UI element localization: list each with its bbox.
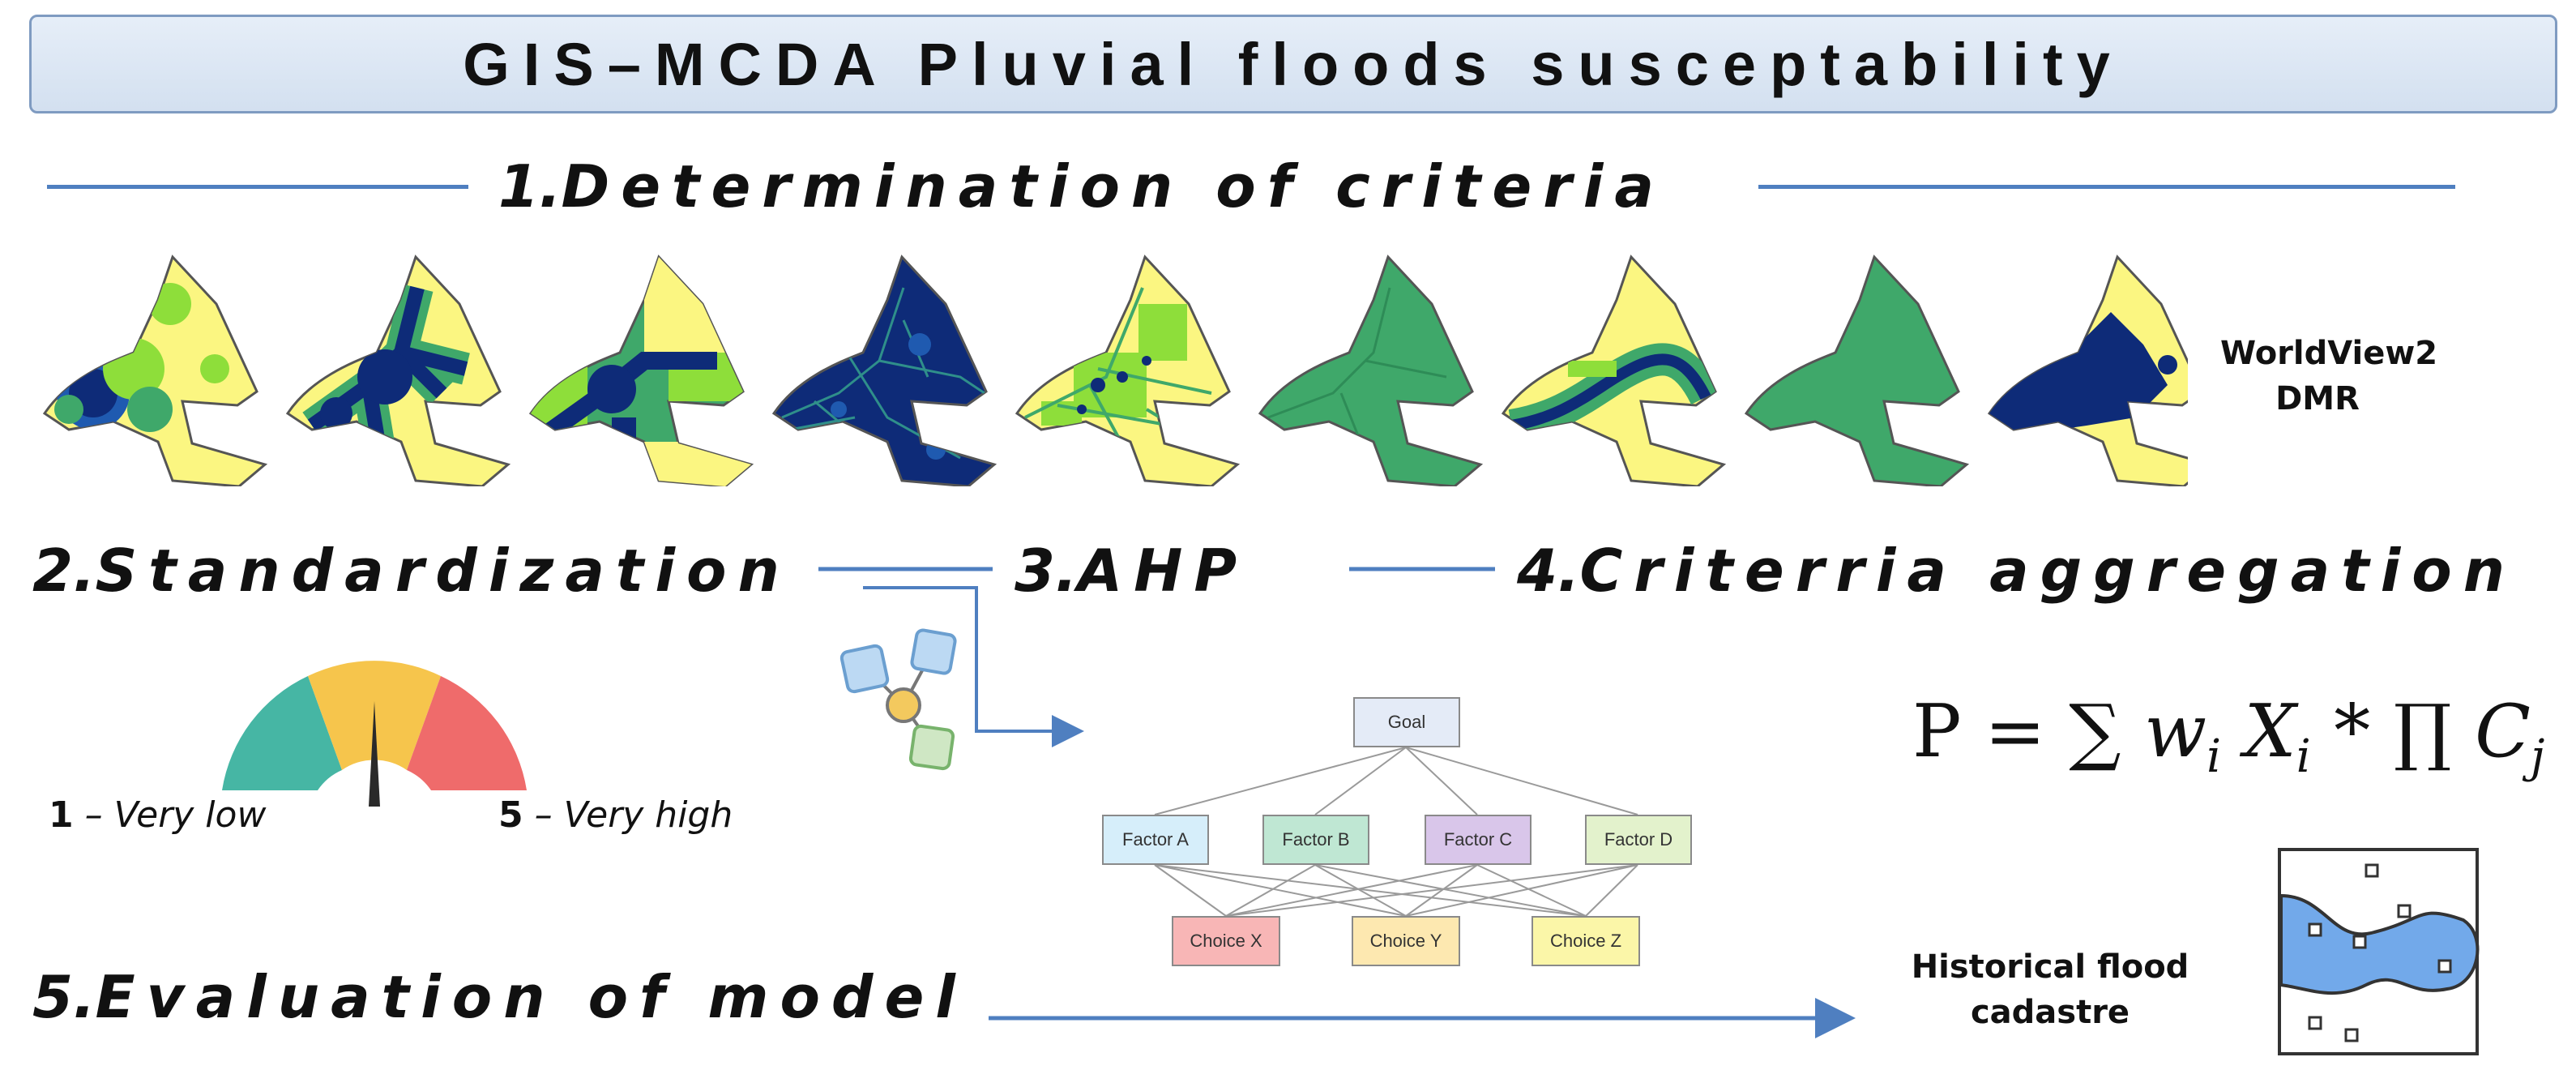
- gauge-needle: [369, 701, 380, 807]
- standardization-gauge: [222, 661, 527, 807]
- cadastre-line-2: cadastre: [1970, 994, 2130, 1031]
- ahp-factor-a: Factor A: [1102, 815, 1209, 865]
- gauge-segment-high: [407, 676, 527, 790]
- ahp-factor-d: Factor D: [1585, 815, 1692, 865]
- criteria-map-1: [43, 255, 267, 486]
- ahp-goal-node: Goal: [1353, 697, 1460, 747]
- data-source-worldview2: WorldView2: [2220, 335, 2438, 372]
- flood-zone: [2279, 893, 2480, 995]
- criteria-maps: [43, 255, 2188, 486]
- data-sources-label: WorldView2 DMR: [2220, 331, 2438, 422]
- criteria-map-2: [286, 255, 510, 486]
- ahp-choice-y: Choice Y: [1352, 916, 1460, 966]
- rule-left-step1: [47, 185, 468, 189]
- gauge-segment-low: [222, 676, 342, 790]
- network-hierarchy-icon: [839, 628, 957, 771]
- ahp-factor-c: Factor C: [1425, 815, 1532, 865]
- ahp-choice-x: Choice X: [1172, 916, 1280, 966]
- cadastre-label: Historical flood cadastre: [1904, 944, 2196, 1035]
- aggregation-formula: P = ∑ wi Xi * ∏ Cj: [1912, 689, 2545, 783]
- rule-right-step1: [1758, 185, 2455, 189]
- ahp-choice-z: Choice Z: [1532, 916, 1640, 966]
- scale-high-label: 5 – Very high: [498, 794, 733, 836]
- scale-low-label: 1 – Very low: [49, 794, 267, 836]
- criteria-map-7: [1502, 255, 1725, 486]
- title-banner: GIS–MCDA Pluvial floods susceptability: [29, 15, 2557, 113]
- page-title: GIS–MCDA Pluvial floods susceptability: [463, 30, 2124, 98]
- step1-heading: 1.Determination of criteria: [498, 152, 1665, 220]
- ahp-hierarchy: Goal Factor A Factor B Factor C Factor D…: [1086, 697, 1702, 973]
- step3-heading: 3.AHP: [1015, 537, 1249, 605]
- criteria-map-5: [1015, 255, 1239, 486]
- ahp-links: [1154, 747, 1638, 917]
- step2-heading: 2.Standardization: [32, 537, 791, 605]
- step4-heading: 4.Criterria aggregation: [1517, 537, 2517, 605]
- step5-heading: 5.Evaluation of model: [32, 963, 967, 1031]
- data-source-dmr: DMR: [2275, 380, 2360, 417]
- ahp-factor-b: Factor B: [1262, 815, 1369, 865]
- arrow-to-ahp-hierarchy: [863, 586, 1084, 747]
- flood-cadastre-icon: [2278, 848, 2480, 1055]
- cadastre-line-1: Historical flood: [1911, 948, 2189, 986]
